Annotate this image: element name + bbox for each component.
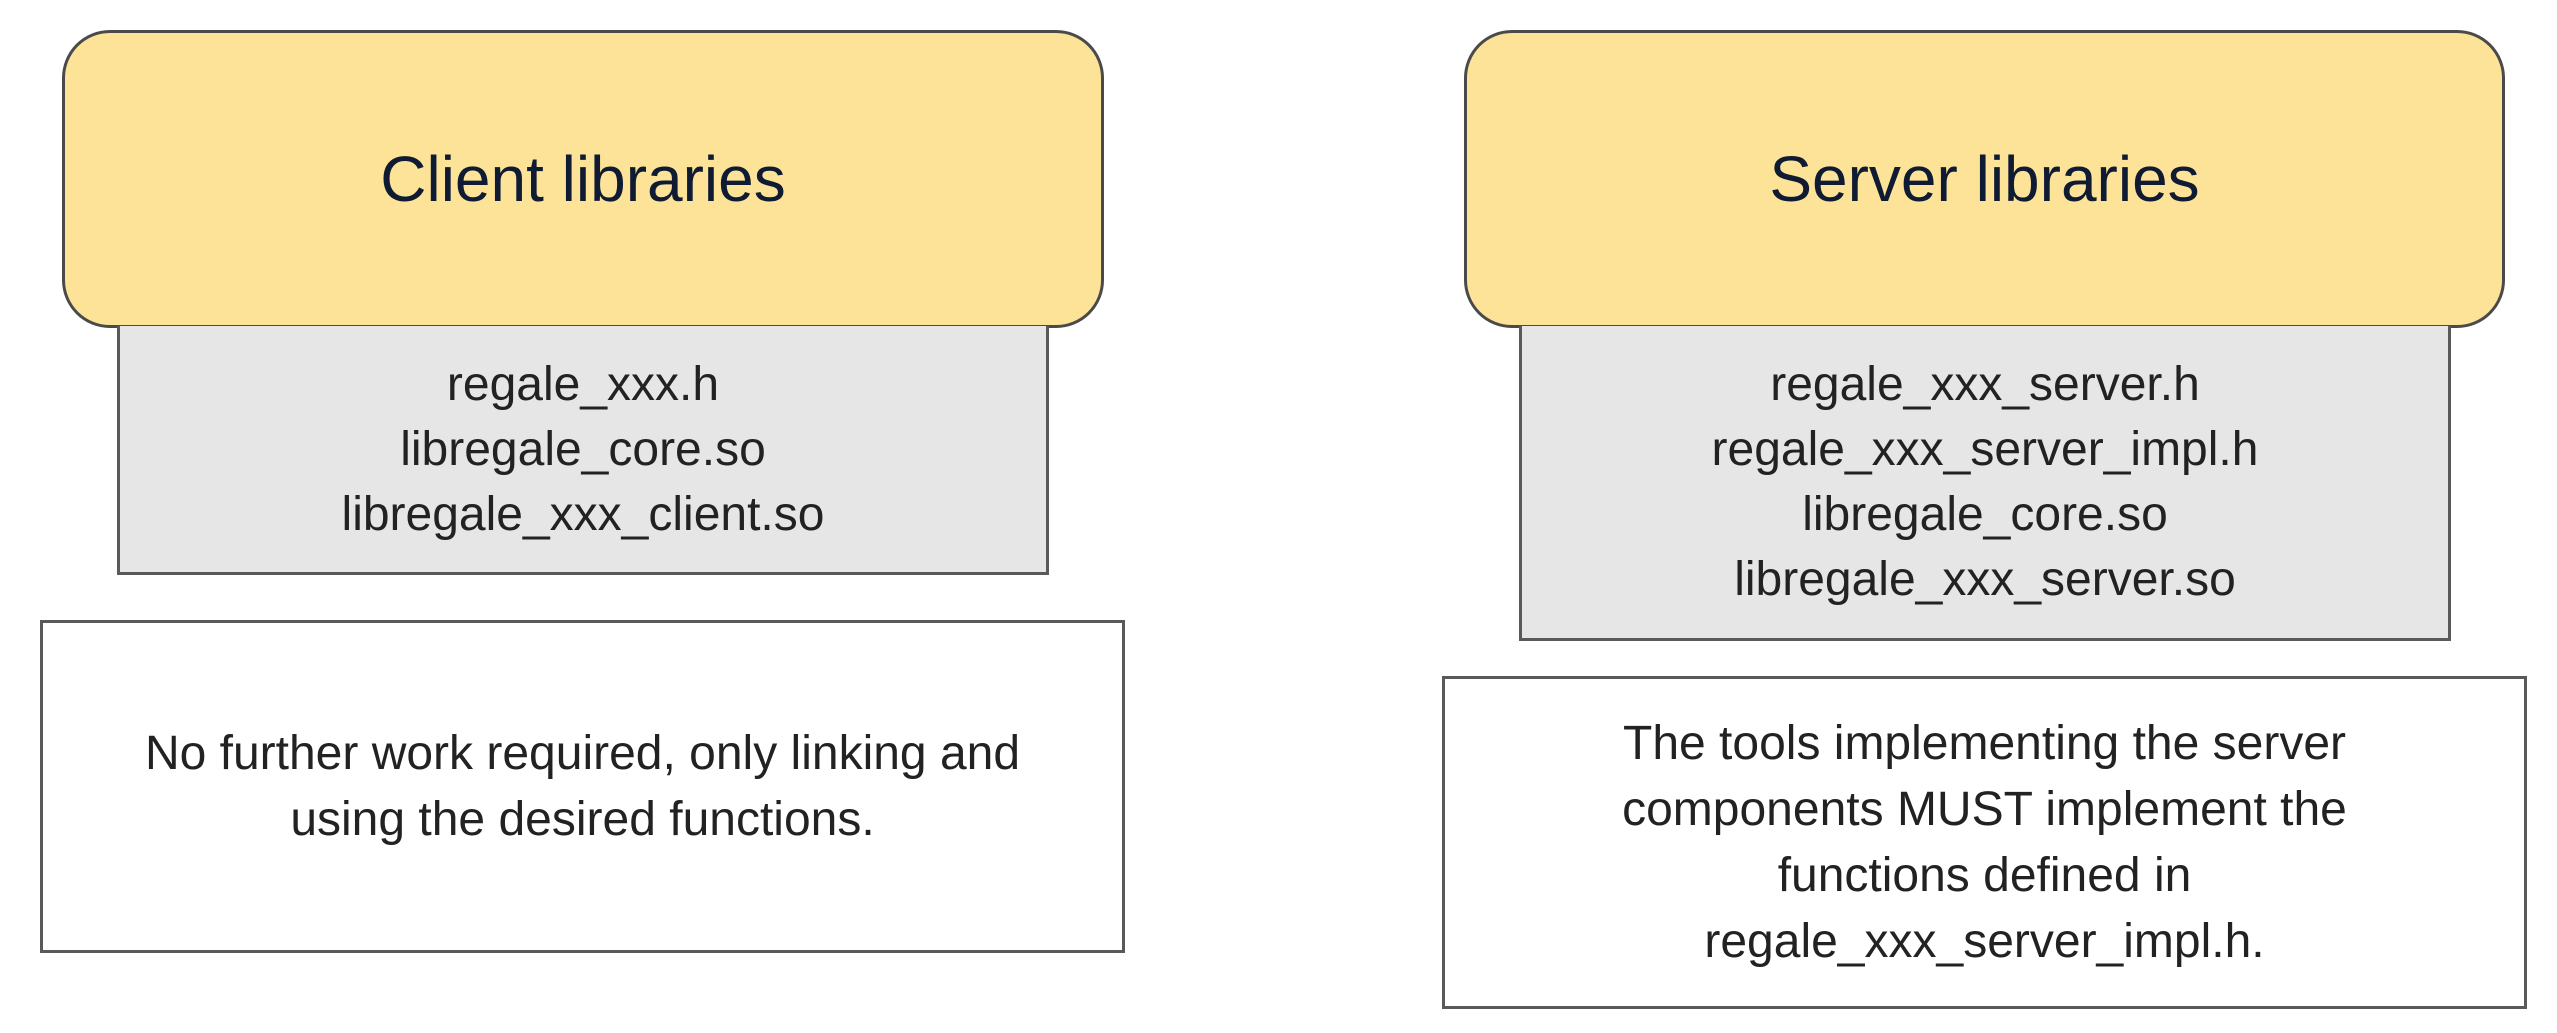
- client-libraries-header: Client libraries: [62, 30, 1104, 328]
- server-note-box: The tools implementing the server compon…: [1442, 676, 2527, 1009]
- server-file-header: regale_xxx_server.h: [1770, 358, 2200, 411]
- server-files-box: regale_xxx_server.h regale_xxx_server_im…: [1519, 326, 2451, 641]
- client-note-line: No further work required, only linking a…: [144, 726, 1021, 780]
- client-note-box: No further work required, only linking a…: [40, 620, 1125, 953]
- server-libraries-title: Server libraries: [1769, 143, 2200, 215]
- client-note-line: using the desired functions.: [290, 792, 875, 846]
- server-note-line: functions defined in: [1777, 848, 2192, 902]
- server-note-line: components MUST implement the: [1622, 782, 2347, 836]
- client-file-core-lib: libregale_core.so: [400, 422, 766, 476]
- server-note-line: regale_xxx_server_impl.h.: [1704, 914, 2265, 968]
- server-file-server-lib: libregale_xxx_server.so: [1734, 553, 2236, 606]
- client-file-client-lib: libregale_xxx_client.so: [341, 487, 825, 541]
- client-libraries-title: Client libraries: [380, 143, 786, 215]
- server-file-core-lib: libregale_core.so: [1802, 488, 2168, 541]
- server-note-line: The tools implementing the server: [1623, 716, 2346, 770]
- client-file-header: regale_xxx.h: [446, 357, 720, 411]
- client-files-box: regale_xxx.h libregale_core.so libregale…: [117, 326, 1049, 575]
- server-file-impl-header: regale_xxx_server_impl.h: [1711, 423, 2259, 476]
- server-libraries-header: Server libraries: [1464, 30, 2505, 328]
